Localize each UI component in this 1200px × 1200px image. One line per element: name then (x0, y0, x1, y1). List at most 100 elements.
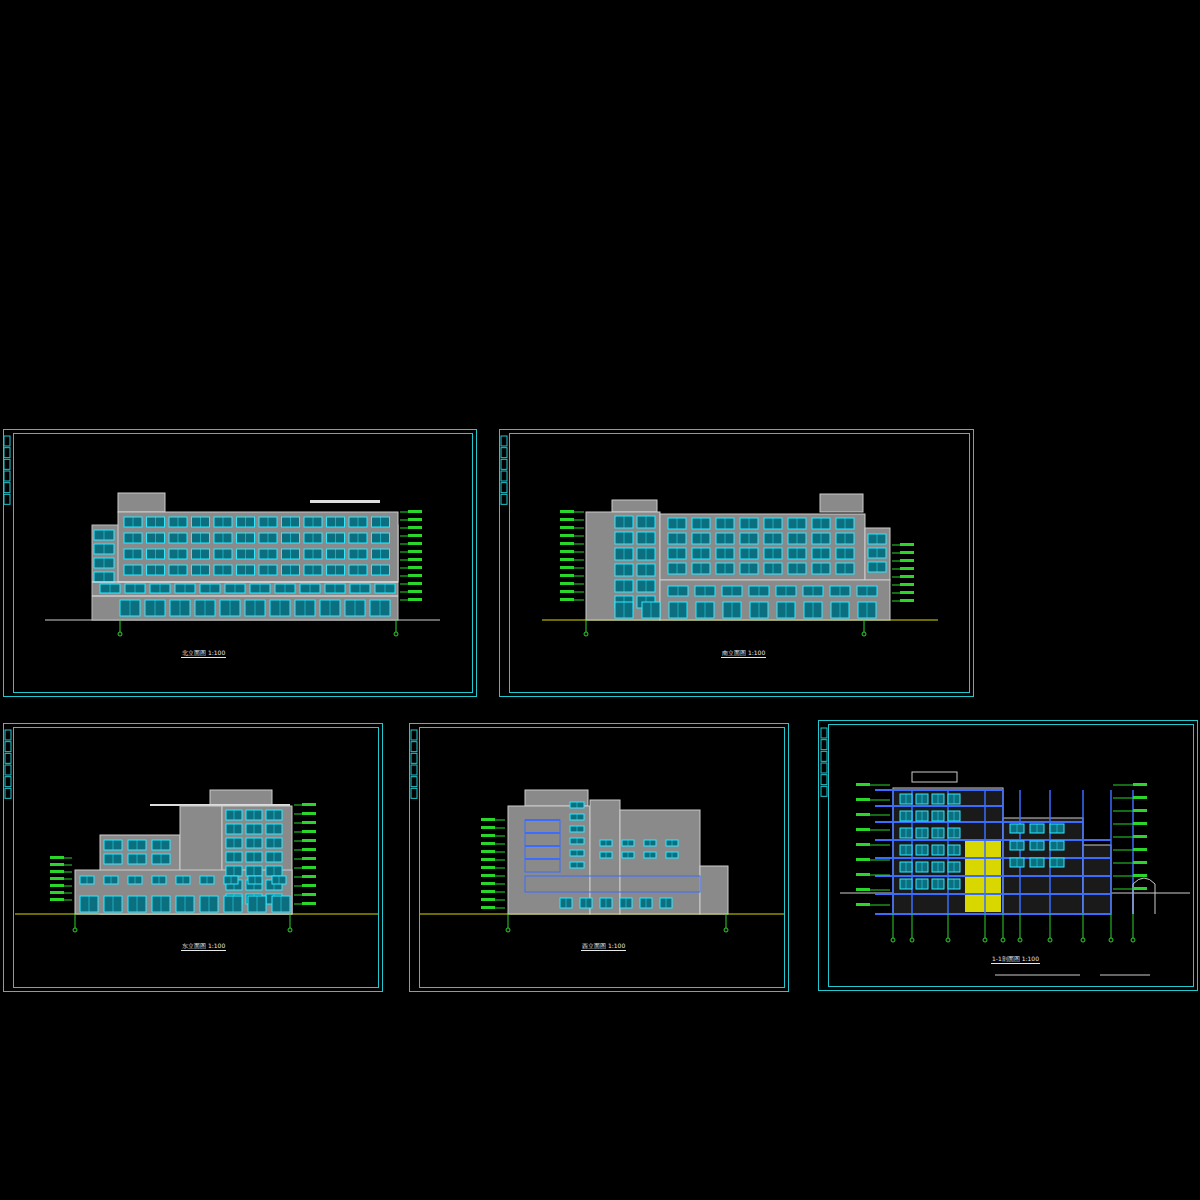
axis-bubble (910, 938, 914, 942)
mullion (87, 876, 88, 884)
title-block (4, 436, 10, 446)
window (192, 549, 210, 559)
mullion (200, 565, 201, 575)
mullion (906, 879, 907, 889)
window (259, 533, 277, 543)
column (984, 790, 986, 914)
window (350, 584, 370, 593)
mullion (1037, 841, 1038, 850)
window (372, 517, 390, 527)
window (900, 879, 912, 889)
window (812, 533, 830, 544)
mullion (137, 854, 138, 864)
mullion (335, 533, 336, 543)
axis-line (75, 914, 76, 928)
window (692, 533, 710, 544)
leader-line (870, 815, 890, 816)
window (226, 838, 242, 848)
window (245, 600, 265, 616)
title-block (5, 730, 11, 740)
mullion (922, 862, 923, 872)
window (692, 518, 710, 529)
window (1030, 858, 1044, 867)
leader-line (495, 852, 505, 853)
window (259, 565, 277, 575)
window (836, 518, 854, 529)
leader-tag (856, 858, 870, 861)
leader-tag (900, 599, 914, 602)
window (275, 584, 295, 593)
mullion (624, 548, 625, 560)
mullion (938, 811, 939, 821)
mullion (200, 517, 201, 527)
mullion (906, 845, 907, 855)
drawing-sheet: 东立面图 1:100 (3, 723, 383, 992)
window (669, 602, 687, 618)
mullion (104, 544, 105, 554)
mullion (677, 548, 678, 559)
wall (865, 528, 890, 580)
drawing-title: 北立面图 1:100 (181, 649, 226, 658)
mullion (954, 879, 955, 889)
window (640, 898, 652, 908)
title-block (4, 494, 10, 504)
window (246, 810, 262, 820)
mullion (135, 584, 136, 593)
leader-tag (560, 542, 574, 545)
title-block (4, 483, 10, 493)
mullion (821, 548, 822, 559)
window (660, 898, 672, 908)
leader-tag (50, 891, 64, 894)
window (372, 549, 390, 559)
window (788, 563, 806, 574)
leader-tag (900, 543, 914, 546)
mullion (701, 533, 702, 544)
leader-tag (560, 574, 574, 577)
mullion (922, 811, 923, 821)
mullion (113, 840, 114, 850)
leader-tag (900, 591, 914, 594)
axis-bubble (1018, 938, 1022, 942)
mullion (624, 532, 625, 544)
mullion (845, 563, 846, 574)
leader-line (574, 536, 584, 537)
mullion (701, 548, 702, 559)
leader-line (1113, 850, 1133, 851)
window (192, 533, 210, 543)
wall (612, 500, 657, 512)
window (248, 876, 262, 884)
mullion (577, 838, 578, 844)
wall (590, 800, 620, 914)
window (250, 584, 270, 593)
window (788, 548, 806, 559)
mullion (133, 565, 134, 575)
mullion (285, 584, 286, 593)
leader-tag (1133, 822, 1147, 825)
axis-line (948, 914, 949, 938)
mullion (606, 898, 607, 908)
mullion (954, 828, 955, 838)
window (722, 586, 742, 596)
window (615, 564, 633, 576)
window (696, 602, 714, 618)
leader-line (495, 892, 505, 893)
mullion (104, 530, 105, 540)
window (948, 828, 960, 838)
mullion (877, 534, 878, 544)
window (916, 828, 928, 838)
window (948, 845, 960, 855)
leader-line (892, 553, 900, 554)
mullion (1037, 824, 1038, 833)
mullion (335, 584, 336, 593)
leader-tag (856, 813, 870, 816)
mullion (1057, 824, 1058, 833)
window (723, 602, 741, 618)
mullion (200, 549, 201, 559)
window (152, 840, 170, 850)
window (304, 533, 322, 543)
window (147, 549, 165, 559)
window (266, 852, 282, 862)
window (615, 602, 633, 618)
mullion (290, 565, 291, 575)
mullion (906, 862, 907, 872)
